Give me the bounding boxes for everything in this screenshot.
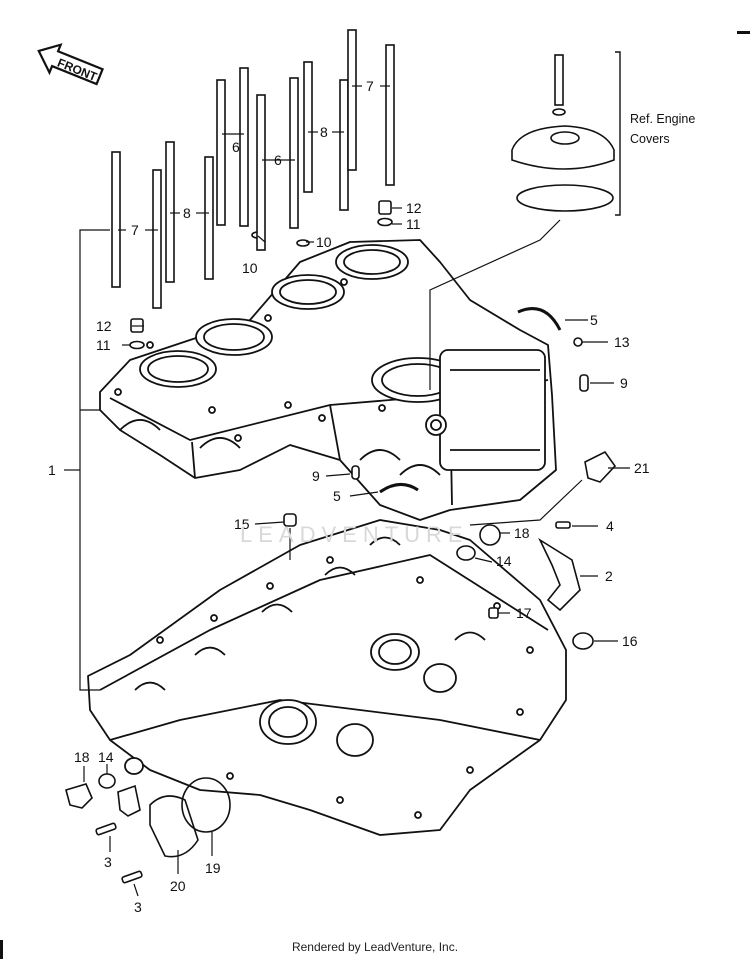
callout-4: 4 [606, 518, 614, 534]
lower-crankcase [87, 519, 567, 836]
callout-14-left: 14 [98, 749, 114, 765]
callout-8-left: 8 [183, 205, 191, 221]
callout-8-right: 8 [320, 124, 328, 140]
engine-cover-ref [511, 51, 621, 216]
callout-10-right: 10 [316, 234, 332, 250]
callout-13: 13 [614, 334, 630, 350]
ref-note-line2: Covers [630, 132, 670, 146]
callout-15: 15 [234, 516, 250, 532]
callout-5-lower: 5 [333, 488, 341, 504]
callout-6-right: 6 [274, 152, 282, 168]
callout-17: 17 [516, 605, 532, 621]
callout-14-right: 14 [496, 553, 512, 569]
callout-21: 21 [634, 460, 650, 476]
callout-16: 16 [622, 633, 638, 649]
callout-11-upper: 11 [406, 216, 421, 232]
lower-small-parts [65, 450, 617, 884]
watermark-text: LEADVENTURE [240, 522, 469, 547]
edge-mark-bottom-left [0, 940, 3, 959]
callout-9-right: 9 [620, 375, 628, 391]
footer-credit: Rendered by LeadVenture, Inc. [291, 940, 459, 954]
cylinder-studs [111, 29, 395, 309]
callout-5-upper: 5 [590, 312, 598, 328]
callout-10-left: 10 [242, 260, 258, 276]
edge-mark-top-right [737, 31, 750, 34]
front-arrow-badge: FRONT [37, 43, 105, 86]
callout-6-left: 6 [232, 139, 240, 155]
callout-7-right: 7 [366, 78, 374, 94]
callout-numbers: 1 2 3 3 4 5 5 6 6 7 7 8 8 9 9 10 10 11 1… [48, 78, 650, 915]
ref-note-line1: Ref. Engine [630, 112, 695, 126]
upper-small-parts [129, 200, 589, 494]
callout-9-lower: 9 [312, 468, 320, 484]
callout-3-upper: 3 [104, 854, 112, 870]
callout-11-lower: 11 [96, 337, 111, 353]
callout-3-lower: 3 [134, 899, 142, 915]
callout-19: 19 [205, 860, 221, 876]
callout-20: 20 [170, 878, 186, 894]
callout-1: 1 [48, 462, 56, 478]
callout-7-left: 7 [131, 222, 139, 238]
callout-12-lower: 12 [96, 318, 112, 334]
callout-2: 2 [605, 568, 613, 584]
callout-12-upper: 12 [406, 200, 422, 216]
callout-18-right: 18 [514, 525, 530, 541]
upper-crankcase [99, 239, 557, 521]
callout-18-left: 18 [74, 749, 90, 765]
leader-lines [64, 85, 630, 897]
